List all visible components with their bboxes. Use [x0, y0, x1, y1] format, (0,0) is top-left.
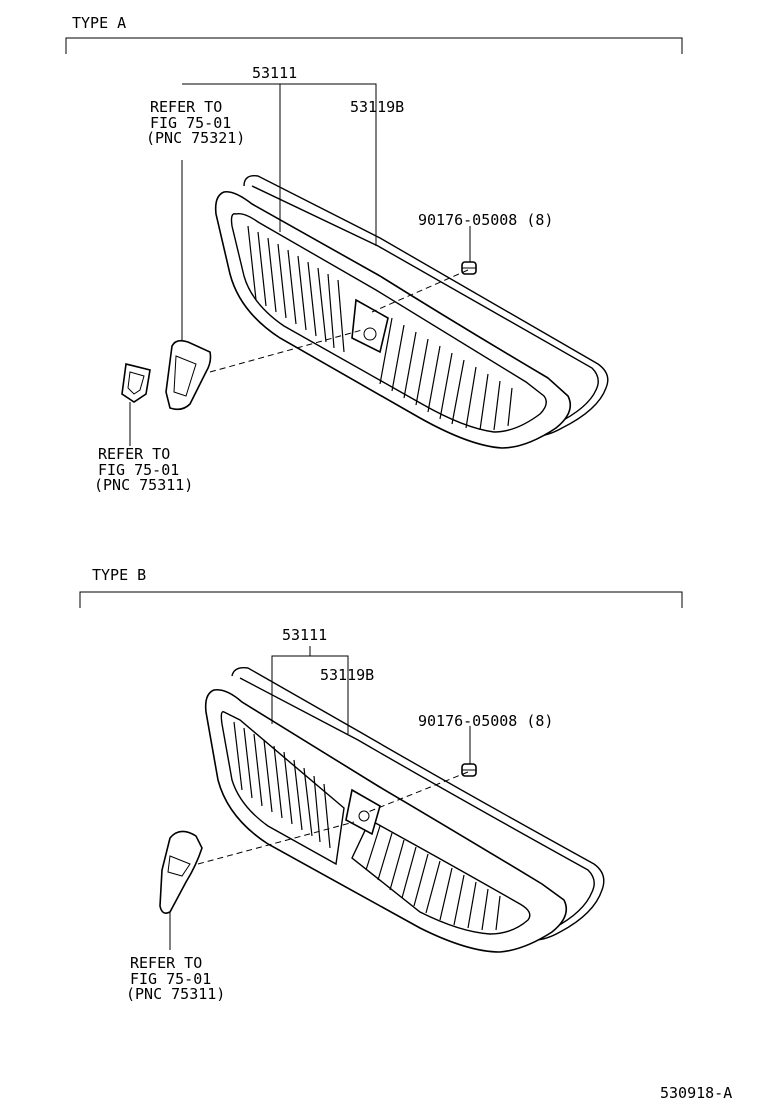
type-a-emblem-part: [165, 339, 212, 411]
type-a-seal-part-number: 53119B: [350, 98, 404, 116]
type-b-emblem-boss: [345, 788, 381, 836]
type-b-emblem-part-inner: [167, 855, 191, 877]
type-b-leaders: [169, 646, 471, 950]
type-a-title: TYPE A: [72, 14, 126, 32]
type-b-emblem-ref-line-3: (PNC 75311): [126, 985, 225, 1003]
type-a-grille-inner: [230, 212, 547, 433]
type-a-emblem-boss: [351, 298, 389, 354]
type-b-clip-part-number: 90176-05008 (8): [418, 712, 553, 730]
type-b-grille-left-inner: [220, 711, 345, 866]
type-b-seal-part-number: 53119B: [320, 666, 374, 684]
type-b-clip: [461, 763, 477, 777]
type-a-badge-ref-line-1: REFER TO: [98, 445, 170, 463]
section-type-a: TYPE A: [65, 14, 683, 494]
type-b-seal-inner: [239, 677, 595, 937]
type-a-left-slats: [247, 225, 345, 353]
type-a-emblem-ref-line-3: (PNC 75321): [146, 129, 245, 147]
type-a-emblem-part-inner: [173, 355, 197, 397]
type-b-emblem-ref-line-1: REFER TO: [130, 954, 202, 972]
type-a-seal-outline: [243, 175, 609, 437]
type-a-leaders: [129, 83, 471, 446]
type-b-bracket: [79, 591, 683, 608]
type-b-emblem-part: [159, 830, 203, 914]
type-a-badge-part-inner: [127, 371, 145, 395]
type-b-title: TYPE B: [92, 566, 146, 584]
type-a-right-slats: [379, 317, 513, 431]
type-a-seal-inner: [251, 185, 599, 433]
type-b-grille-part-number: 53111: [282, 626, 327, 644]
type-a-emblem-hole: [363, 327, 377, 341]
type-a-emblem-ref-line-1: REFER TO: [150, 98, 222, 116]
type-a-bracket: [65, 37, 683, 54]
type-b-right-slats: [365, 825, 501, 931]
type-a-grille-frame: [214, 190, 572, 449]
type-a-badge-part: [121, 363, 151, 403]
figure-code: 530918-A: [660, 1084, 732, 1102]
type-a-grille-part-number: 53111: [252, 64, 297, 82]
section-type-b: TYPE B: [79, 566, 683, 1003]
type-b-emblem-ref-line-2: FIG 75-01: [130, 970, 211, 988]
type-a-emblem-ref-line-2: FIG 75-01: [150, 114, 231, 132]
type-b-emblem-hole: [358, 810, 370, 822]
type-a-badge-ref-line-3: (PNC 75311): [94, 476, 193, 494]
type-a-clip-part-number: 90176-05008 (8): [418, 211, 553, 229]
type-b-seal-outline: [231, 666, 605, 941]
type-b-grille-right-inner: [351, 819, 531, 935]
type-a-badge-ref-line-2: FIG 75-01: [98, 461, 179, 479]
